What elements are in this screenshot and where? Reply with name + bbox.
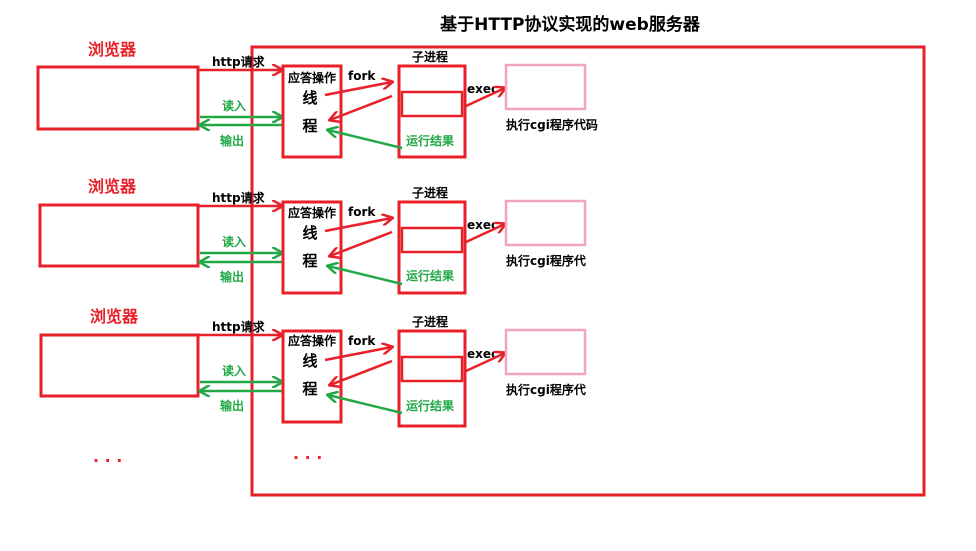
child-process-inner-box <box>400 355 464 383</box>
child-process-box <box>397 64 467 159</box>
http-request-label: http请求 <box>212 319 266 334</box>
fork-label: fork <box>348 69 376 83</box>
fork-label: fork <box>348 205 376 219</box>
child-process-label: 子进程 <box>412 49 448 64</box>
run-result-label: 运行结果 <box>406 398 454 413</box>
fork-arrow <box>324 82 392 97</box>
diagram-title: 基于HTTP协议实现的web服务器 <box>439 14 701 35</box>
result-return-arrow <box>328 395 403 415</box>
browser-label: 浏览器 <box>90 307 139 326</box>
browser-box <box>38 203 200 268</box>
server-boundary <box>250 45 926 497</box>
exec-label: exec <box>467 218 498 232</box>
thread-label-line3: 程 <box>302 252 317 270</box>
thread-label-line1: 应答操作 <box>288 70 336 85</box>
fork-label: fork <box>348 334 376 348</box>
thread-label-line1: 应答操作 <box>288 205 336 220</box>
output-label: 输出 <box>220 269 244 284</box>
child-process-inner-box <box>400 226 464 254</box>
run-result-label: 运行结果 <box>406 268 454 283</box>
browser-label: 浏览器 <box>88 40 137 59</box>
thread-label-line3: 程 <box>302 380 317 398</box>
run-result-label: 运行结果 <box>406 133 454 148</box>
read-label: 读入 <box>222 98 246 113</box>
browser-label: 浏览器 <box>88 177 137 196</box>
run-result-arrow <box>330 230 393 256</box>
browser-box <box>36 65 200 131</box>
read-label: 读入 <box>222 363 246 378</box>
thread-label-line2: 线 <box>302 224 317 242</box>
fork-arrow <box>324 218 392 233</box>
thread-label-line2: 线 <box>302 352 317 370</box>
exec-arrow <box>465 88 505 108</box>
run-result-arrow <box>330 94 393 120</box>
result-return-arrow <box>328 266 403 286</box>
child-process-inner-box <box>400 90 464 118</box>
ellipsis-left: . . . <box>93 447 122 466</box>
output-label: 输出 <box>220 398 244 413</box>
run-result-arrow <box>330 359 393 385</box>
child-process-label: 子进程 <box>412 314 448 329</box>
child-process-box <box>397 200 467 295</box>
cgi-label: 执行cgi程序代 <box>506 253 586 268</box>
cgi-box <box>504 199 587 247</box>
cgi-label: 执行cgi程序代码 <box>506 117 598 132</box>
cgi-box <box>504 328 587 376</box>
exec-label: exec <box>467 82 498 96</box>
cgi-label: 执行cgi程序代 <box>506 382 586 397</box>
http-request-label: http请求 <box>212 190 266 205</box>
http-request-label: http请求 <box>212 54 266 69</box>
fork-arrow <box>324 347 392 362</box>
child-process-box <box>397 329 467 428</box>
child-process-label: 子进程 <box>412 185 448 200</box>
cgi-box <box>504 63 587 111</box>
exec-arrow <box>465 353 505 373</box>
thread-label-line2: 线 <box>302 89 317 107</box>
exec-arrow <box>465 224 505 244</box>
result-return-arrow <box>328 130 403 150</box>
row-1: 浏览器 http请求 读入 输出 应答操作 线 程 fork 子进程 运行结果 … <box>36 40 598 159</box>
output-label: 输出 <box>220 133 244 148</box>
thread-label-line1: 应答操作 <box>288 333 336 348</box>
thread-label-line3: 程 <box>302 117 317 135</box>
ellipsis-mid: . . . <box>293 444 322 463</box>
exec-label: exec <box>467 347 498 361</box>
read-label: 读入 <box>222 234 246 249</box>
browser-box <box>39 333 200 398</box>
row-3: 浏览器 http请求 读入 输出 应答操作 线 程 fork 子进程 运行结果 … <box>39 307 587 428</box>
row-2: 浏览器 http请求 读入 输出 应答操作 线 程 fork 子进程 运行结果 … <box>38 177 587 295</box>
